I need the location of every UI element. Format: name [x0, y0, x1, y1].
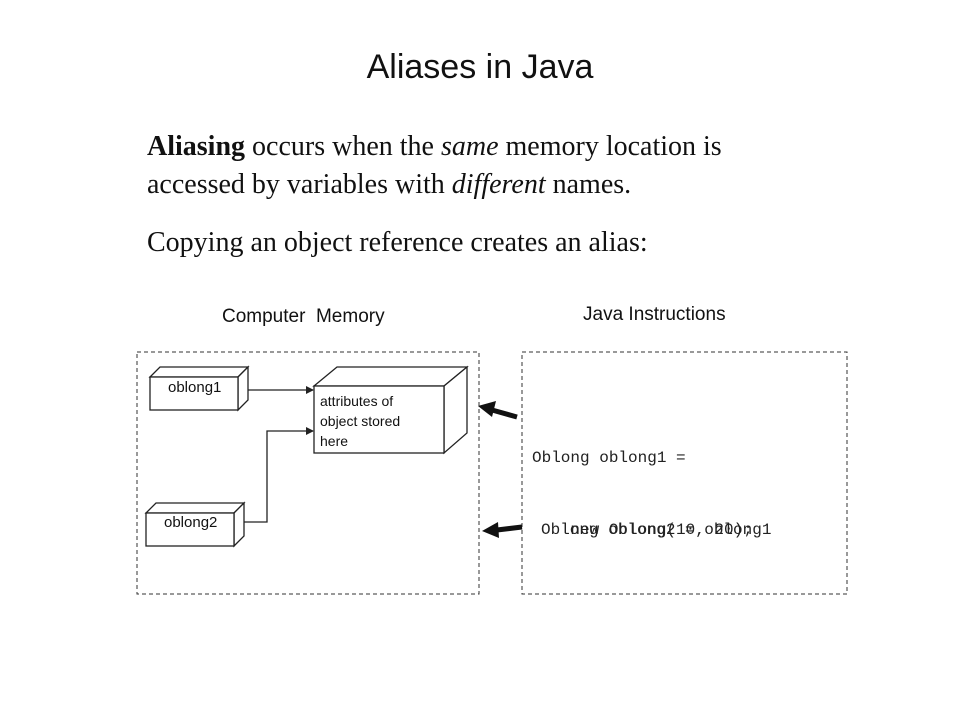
- memory-header: Computer Memory: [222, 306, 385, 327]
- code1-line-1: Oblong oblong1 =: [532, 449, 686, 467]
- pointer-arrow-2: [482, 522, 523, 538]
- object-line-3: here: [320, 433, 349, 449]
- definition-text-a: occurs when the: [245, 131, 441, 162]
- definition-text-d: names.: [545, 169, 632, 200]
- memory-panel: [136, 351, 480, 595]
- emphasis-same: same: [440, 131, 499, 162]
- definition-line-1: Aliasing occurs when the same memory loc…: [147, 128, 722, 166]
- definition-text-c: accessed by variables with: [147, 169, 452, 200]
- instructions-header: Java Instructions: [583, 304, 726, 325]
- term-aliasing: Aliasing: [147, 131, 246, 162]
- definition-text-b: memory location is: [498, 131, 722, 162]
- instructions-panel: [521, 351, 848, 595]
- object-line-2: object stored: [320, 413, 401, 429]
- code-instruction-1: Oblong oblong1 = new Oblong(10, 20);: [532, 398, 753, 566]
- code1-line-2: new Oblong(10, 20);: [532, 521, 753, 539]
- object-attributes-text: attributes of object stored here: [320, 391, 400, 451]
- oblong2-box: [144, 501, 246, 548]
- object-box: [312, 365, 469, 455]
- oblong2-label: oblong2: [164, 514, 218, 531]
- slide-title: Aliases in Java: [366, 48, 594, 86]
- reference-arrow-oblong2: [244, 427, 314, 523]
- definition-line-2: accessed by variables with different nam…: [147, 166, 631, 204]
- intro-text: Copying an object reference creates an a…: [147, 227, 648, 258]
- pointer-arrow-1: [478, 401, 518, 420]
- object-line-1: attributes of: [320, 393, 394, 409]
- oblong1-box: [148, 365, 250, 412]
- code-instruction-2: Oblong oblong2 = oblong1: [541, 521, 772, 539]
- oblong1-label: oblong1: [168, 379, 222, 396]
- emphasis-different: different: [451, 169, 546, 200]
